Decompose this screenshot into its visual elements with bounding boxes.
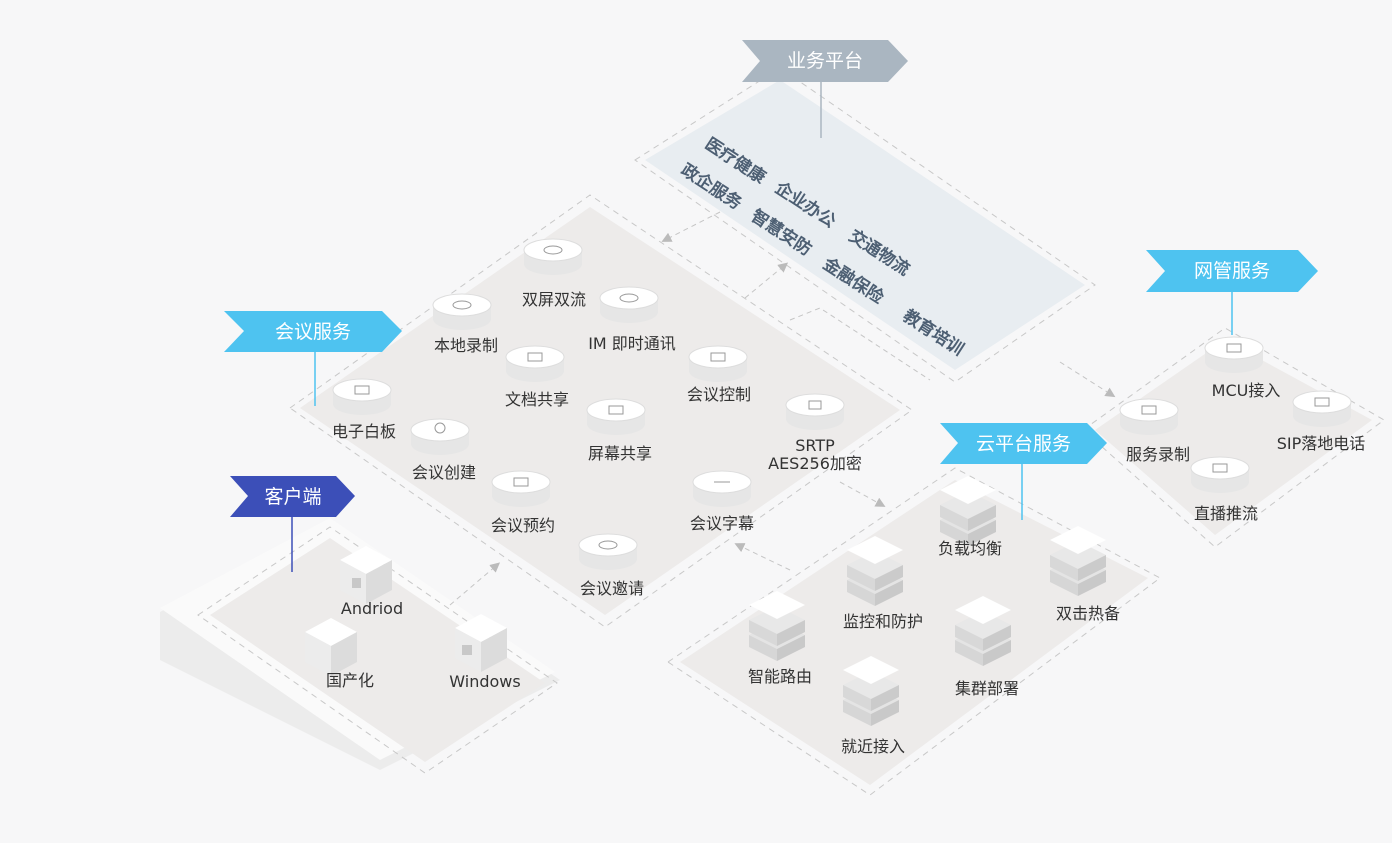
label-mcu: MCU接入 <box>1211 381 1281 400</box>
label-whiteboard: 电子白板 <box>331 422 397 441</box>
tag-business-platform: 业务平台 <box>786 50 863 72</box>
label-invite: 会议邀请 <box>579 579 645 598</box>
meeting-panel-border <box>289 194 913 628</box>
client-panel-border <box>197 526 558 774</box>
label-cluster: 集群部署 <box>954 679 1020 698</box>
cloud-panel <box>680 480 1148 785</box>
tag-meeting-service: 会议服务 <box>274 321 351 343</box>
stack-monitor <box>847 536 903 606</box>
tag-client: 客户端 <box>264 486 322 508</box>
label-local-record: 本地录制 <box>433 336 499 355</box>
label-windows: Windows <box>449 672 521 691</box>
connector <box>839 481 886 507</box>
puck-service-record <box>1119 398 1179 435</box>
stack-load-balance <box>940 476 996 546</box>
puck-im <box>599 286 659 323</box>
stack-nearby <box>843 656 899 726</box>
business-panel <box>645 80 1085 370</box>
stack-hot-standby <box>1050 526 1106 596</box>
puck-sip <box>1292 390 1352 427</box>
puck-screen-share <box>586 398 646 435</box>
puck-caption <box>692 470 752 507</box>
label-screen-share: 屏幕共享 <box>587 444 653 463</box>
connector <box>661 211 721 242</box>
label-service-record: 服务录制 <box>1125 445 1191 464</box>
puck-dual-screen <box>523 238 583 275</box>
connector <box>449 562 501 606</box>
stack-cluster <box>955 596 1011 666</box>
puck-encryption <box>785 393 845 430</box>
puck-mcu <box>1204 336 1264 373</box>
netmgmt-panel-border <box>1082 327 1385 548</box>
tag-business-bg <box>742 40 908 82</box>
label-android: Andriod <box>340 599 404 618</box>
connector <box>744 262 789 299</box>
label-nearby: 就近接入 <box>840 737 906 756</box>
label-dual-screen: 双屏双流 <box>521 290 587 309</box>
netmgmt-panel <box>1095 340 1372 535</box>
label-aes256: AES256加密 <box>768 454 862 473</box>
label-srtp: SRTP <box>795 436 835 455</box>
tag-netmgmt-bg <box>1146 250 1318 292</box>
puck-meeting-control <box>688 345 748 382</box>
puck-live <box>1190 456 1250 493</box>
tag-client-bg <box>230 476 355 517</box>
label-routing: 智能路由 <box>747 667 813 686</box>
stack-routing <box>749 591 805 661</box>
label-caption: 会议字幕 <box>689 514 755 533</box>
puck-doc-share <box>505 345 565 382</box>
puck-invite <box>578 533 638 570</box>
label-schedule: 会议预约 <box>490 516 556 535</box>
tag-meeting-bg <box>224 311 402 352</box>
label-sip: SIP落地电话 <box>1276 434 1366 453</box>
label-monitor: 监控和防护 <box>842 612 924 631</box>
connector <box>789 307 931 381</box>
tag-network-mgmt: 网管服务 <box>1193 260 1270 282</box>
label-doc-share: 文档共享 <box>504 390 570 409</box>
client-panel <box>210 538 545 762</box>
cube-windows <box>455 614 507 672</box>
label-live: 直播推流 <box>1193 504 1259 523</box>
label-hot-standby: 双击热备 <box>1055 604 1121 623</box>
puck-whiteboard <box>332 378 392 415</box>
connector <box>1059 361 1116 398</box>
connector <box>734 543 791 571</box>
tag-cloud-bg <box>940 423 1107 464</box>
label-load-balance: 负载均衡 <box>937 539 1003 558</box>
business-panel-border <box>634 67 1096 383</box>
cube-android <box>340 546 392 604</box>
label-im: IM 即时通讯 <box>588 334 676 353</box>
puck-schedule <box>491 470 551 507</box>
tag-cloud-service: 云平台服务 <box>975 433 1071 455</box>
puck-create <box>410 418 470 455</box>
cube-domestic <box>305 618 357 676</box>
label-meeting-control: 会议控制 <box>686 385 752 404</box>
label-domestic: 国产化 <box>325 671 375 690</box>
label-create: 会议创建 <box>411 463 477 482</box>
puck-local-record <box>432 293 492 330</box>
